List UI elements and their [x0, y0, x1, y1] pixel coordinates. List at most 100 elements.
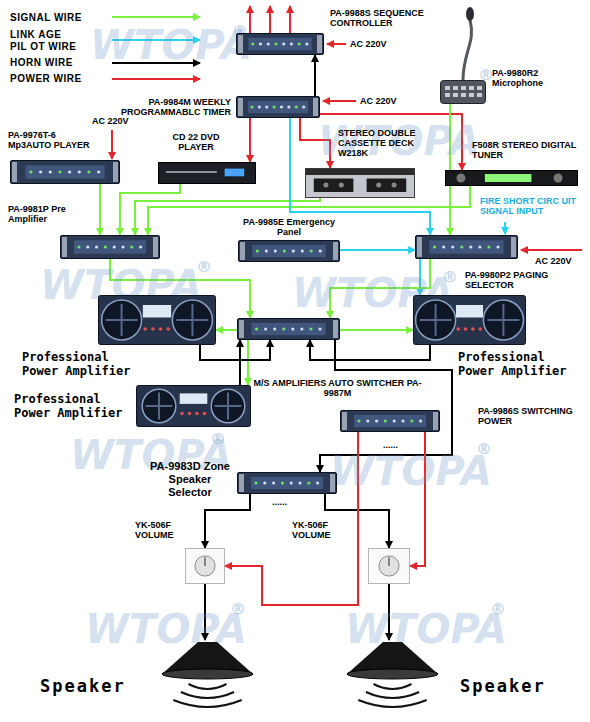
- power-output-arrow: [269, 6, 271, 33]
- amp-art: [487, 304, 519, 336]
- device-label: PA-9980R2 Microphone: [492, 68, 572, 88]
- device-label: PA-9986S SWITCHING POWER: [478, 406, 582, 426]
- rack-art: [104, 245, 107, 248]
- amp-art: [151, 327, 155, 331]
- legend-text: SIGNAL WIRE: [10, 12, 110, 24]
- rack-art: [77, 245, 80, 248]
- rack-art: [62, 237, 67, 257]
- mic-art: [445, 93, 450, 97]
- deck-art: [367, 179, 407, 193]
- mic-art: [477, 93, 482, 97]
- deck-art: [376, 183, 381, 188]
- rack-art: [61, 236, 160, 259]
- rack-art: [250, 105, 253, 108]
- rack-art: [11, 161, 120, 184]
- rack-art: [240, 242, 245, 260]
- device-label: PA-9981P Pre Amplifier: [8, 204, 88, 224]
- rack-art: [291, 327, 294, 330]
- rack-device: PA-9981P Pre Amplifier: [60, 235, 160, 259]
- rack-art: [272, 481, 275, 484]
- amp-art: [203, 412, 207, 416]
- rack-art: [237, 472, 337, 494]
- microphone-gooseneck: [463, 20, 472, 80]
- rack-art: [429, 240, 503, 253]
- mains-arrow: [327, 43, 346, 45]
- tuner-art: [456, 174, 465, 183]
- amp-art: [180, 393, 208, 404]
- amp-art: [180, 412, 184, 416]
- rack-art: [263, 481, 266, 484]
- mains-label: AC 220V: [360, 96, 397, 106]
- rack-device: M/S AMPLIFIERS AUTO SWITCHER PA-9987M: [237, 318, 340, 340]
- wire-connector: [216, 329, 237, 331]
- dvd-device: CD 22 DVD PLAYER: [158, 162, 256, 184]
- vol-art: [388, 557, 390, 566]
- mic-art: [469, 93, 474, 97]
- legend-text: LINK AGE PIL OT WIRE: [10, 29, 80, 53]
- amp-art: [414, 296, 526, 345]
- rack-art: [410, 419, 413, 422]
- amp-art: [416, 300, 456, 340]
- rack-art: [318, 327, 321, 330]
- mic-art: [453, 93, 458, 97]
- device-label: PA-9988S SEQUENCE CONTROLLER: [330, 8, 445, 28]
- amp-art: [143, 305, 171, 318]
- vol-device: YK-506F VOLUME: [368, 548, 410, 584]
- rack-art: [419, 419, 422, 422]
- rack-art: [153, 237, 158, 257]
- rack-art: [273, 105, 276, 108]
- rack-art: [238, 240, 340, 262]
- watermark-mark: ®: [476, 440, 492, 458]
- legend-sample-power: [112, 78, 200, 80]
- rack-art: [496, 245, 499, 248]
- rack-art: [10, 160, 120, 184]
- deck-art: [305, 168, 415, 198]
- amp-art: [413, 295, 526, 345]
- device-label: CD 22 DVD PLAYER: [160, 132, 232, 152]
- rack-art: [333, 320, 338, 338]
- rack-art: [433, 245, 436, 248]
- rack-art: [74, 240, 146, 253]
- amp-art: [456, 305, 483, 318]
- rack-art: [238, 98, 243, 116]
- tuner-art: [485, 174, 532, 182]
- fire-signal-arrow: [504, 222, 506, 234]
- rack-art: [58, 170, 61, 173]
- rack-art: [290, 481, 293, 484]
- amp-art: [172, 300, 212, 340]
- rack-art: [282, 42, 285, 45]
- wire-connector: [99, 184, 101, 235]
- wire-connector: [247, 340, 249, 385]
- device-label: M/S AMPLIFIERS AUTO SWITCHER PA-9987M: [250, 378, 425, 398]
- mains-arrow: [111, 130, 113, 159]
- rack-art: [113, 245, 116, 248]
- deck-art: [339, 183, 344, 188]
- rack-art: [393, 419, 396, 422]
- amp-art: [211, 389, 245, 423]
- rack-device: PA-9983D Zone Speaker Selector: [237, 472, 337, 494]
- amp-art: [464, 327, 468, 331]
- spk-art: [345, 640, 440, 680]
- rack-art: [97, 170, 100, 173]
- mic-art: [453, 86, 458, 90]
- amp-art: [215, 393, 242, 420]
- rack-art: [256, 249, 259, 252]
- rack-art: [236, 33, 324, 55]
- wire-connector: [310, 340, 430, 360]
- rack-art: [300, 327, 303, 330]
- watermark: WTOPA: [345, 606, 507, 652]
- wire-connector: [120, 184, 180, 235]
- rack-art: [68, 170, 71, 173]
- vol-art: [204, 557, 206, 566]
- rack-art: [281, 481, 284, 484]
- rack-art: [442, 245, 445, 248]
- vol-device: YK-506F VOLUME: [185, 548, 225, 584]
- mic-art: [461, 86, 466, 90]
- deck-device: STEREO DOUBLE CASSETTE DECK W218K: [305, 168, 415, 198]
- spk-art: [181, 692, 234, 698]
- rack-art: [12, 162, 17, 182]
- amp-device: Professional Power Amplifier: [98, 295, 216, 345]
- rack-device: PA-9986S SWITCHING POWER: [340, 410, 440, 432]
- amp-art: [456, 327, 460, 331]
